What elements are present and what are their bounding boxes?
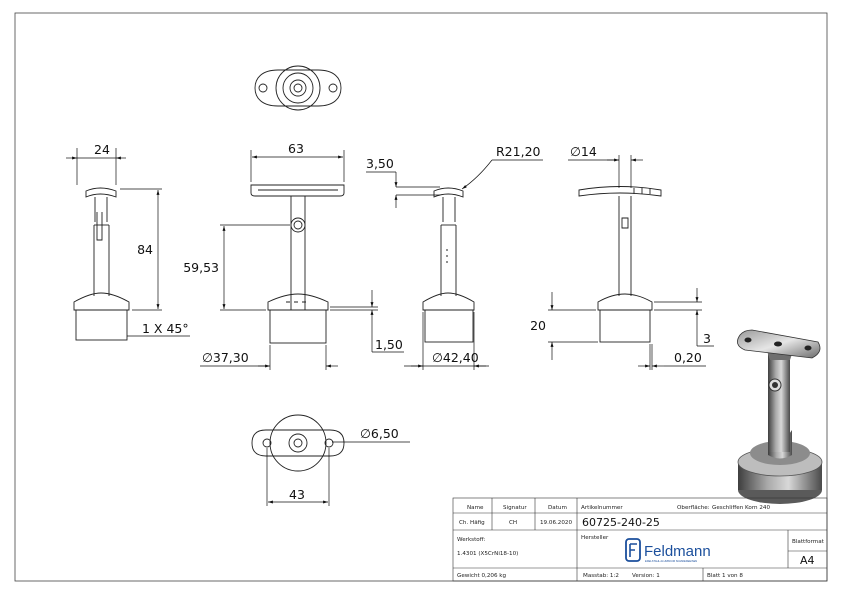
tb-article-value: 60725-240-25: [582, 516, 660, 529]
dim-label-650: ∅6,50: [360, 426, 399, 441]
dimension-r2120: [461, 159, 543, 190]
tb-sheet-label: Blatt 1 von 8: [707, 573, 743, 579]
dimension-24: [66, 148, 126, 185]
tb-manufacturer-label: Hersteller: [581, 535, 609, 541]
dimension-14: [568, 155, 643, 188]
tb-surface-label: Oberfläche:: [677, 505, 710, 511]
logo-tagline: EDELSTAHL ALUMINIUM SCHMIEDEEISEN: [645, 559, 697, 563]
tb-version-label: Version: 1: [632, 573, 660, 579]
tb-format-label: Blattformat: [792, 539, 825, 545]
dim-label-24: 24: [94, 142, 110, 157]
tb-material-value: 1.4301 (X5CrNi18-10): [457, 551, 518, 557]
dim-label-63: 63: [288, 141, 304, 156]
isometric-render: [737, 329, 823, 504]
tb-signature-value: CH: [509, 520, 517, 526]
title-block: [452, 497, 828, 582]
logo-wordmark: Feldmann: [644, 543, 711, 560]
dimension-350: [366, 171, 440, 208]
dimension-5953: [220, 224, 290, 311]
bottom-view: [251, 414, 345, 472]
dim-label-3: 3: [703, 331, 711, 346]
dimension-3730: [200, 345, 338, 370]
dim-label-14: ∅14: [570, 144, 597, 159]
tb-article-label: Artikelnummer: [581, 505, 623, 511]
tb-date-label: Datum: [548, 505, 567, 511]
dimension-43: [266, 448, 330, 506]
dim-label-150: 1,50: [375, 337, 403, 352]
tb-signature-label: Signatur: [503, 505, 527, 511]
dimension-150: [330, 290, 404, 353]
top-view: [254, 65, 342, 111]
drawing-frame: [14, 12, 828, 582]
tb-surface-value: Geschliffen Korn 240: [712, 505, 770, 511]
dim-label-350: 3,50: [366, 156, 394, 171]
dim-label-r2120: R21,20: [496, 144, 541, 159]
dimension-84: [120, 188, 162, 311]
dim-label-020: 0,20: [674, 350, 702, 365]
side-view-c: [422, 187, 475, 343]
side-view-d: [578, 186, 662, 343]
tb-name-value: Ch. Häfig: [459, 520, 485, 526]
tb-format-value: A4: [800, 554, 815, 567]
tb-weight-label: Gewicht 0,206 kg: [457, 573, 507, 579]
tb-scale-label: Masstab: 1:2: [583, 573, 619, 579]
dimension-20: [548, 292, 598, 360]
tb-name-label: Name: [467, 505, 484, 511]
dim-label-5953: 59,53: [183, 260, 219, 275]
dim-label-3730: ∅37,30: [202, 350, 249, 365]
dim-label-chamfer: 1 X 45°: [142, 321, 189, 336]
dimension-4240: [404, 312, 489, 370]
tb-material-label: Werkstoff:: [457, 537, 486, 543]
dimension-020: [638, 344, 706, 370]
front-view: [250, 184, 345, 344]
tb-date-value: 19.06.2020: [540, 520, 572, 526]
dimension-63: [250, 150, 345, 182]
side-view-a: [73, 187, 130, 341]
dim-label-4240: ∅42,40: [432, 350, 479, 365]
dim-label-84: 84: [137, 242, 153, 257]
dim-label-43: 43: [289, 487, 305, 502]
feldmann-logo: Feldmann EDELSTAHL ALUMINIUM SCHMIEDEEIS…: [625, 538, 711, 563]
dim-label-20: 20: [530, 318, 546, 333]
dimension-3: [654, 288, 714, 347]
